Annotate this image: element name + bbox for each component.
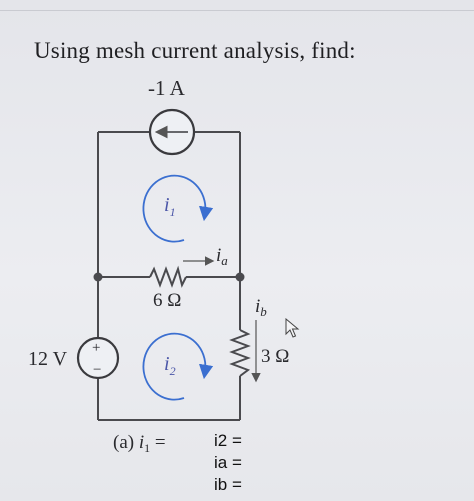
mouse-pointer-icon [285, 318, 300, 338]
mesh-loop-1 [142, 174, 214, 243]
answer-ia-label: ia = [214, 453, 242, 472]
voltage-source [76, 336, 120, 380]
answer-i2-label: i2 = [214, 431, 242, 450]
branch-a-label: ia [216, 245, 228, 268]
resistor-6-ohm [149, 265, 187, 288]
resistor-6-ohm-label: 6 Ω [153, 290, 181, 311]
branch-b-label: ib [255, 296, 267, 319]
current-source [148, 108, 196, 156]
mesh-loop-2 [142, 332, 214, 401]
voltage-minus-sign: − [93, 362, 101, 378]
mesh-2-label: i2 [164, 353, 176, 378]
circuit-wires [97, 131, 241, 421]
answer-ib-label: ib = [214, 475, 242, 494]
top-divider [0, 10, 474, 11]
voltage-source-label: 12 V [28, 348, 68, 370]
mesh-1-label: i1 [164, 194, 176, 219]
resistor-3-ohm [229, 329, 251, 377]
question-title: Using mesh current analysis, find: [34, 38, 356, 63]
answer-a-label: (a) i1 = [113, 432, 166, 455]
node-right [235, 272, 245, 282]
current-source-label: -1 A [148, 76, 186, 100]
resistor-3-ohm-label: 3 Ω [261, 346, 289, 367]
node-left [93, 272, 103, 282]
voltage-plus-sign: + [92, 340, 100, 356]
